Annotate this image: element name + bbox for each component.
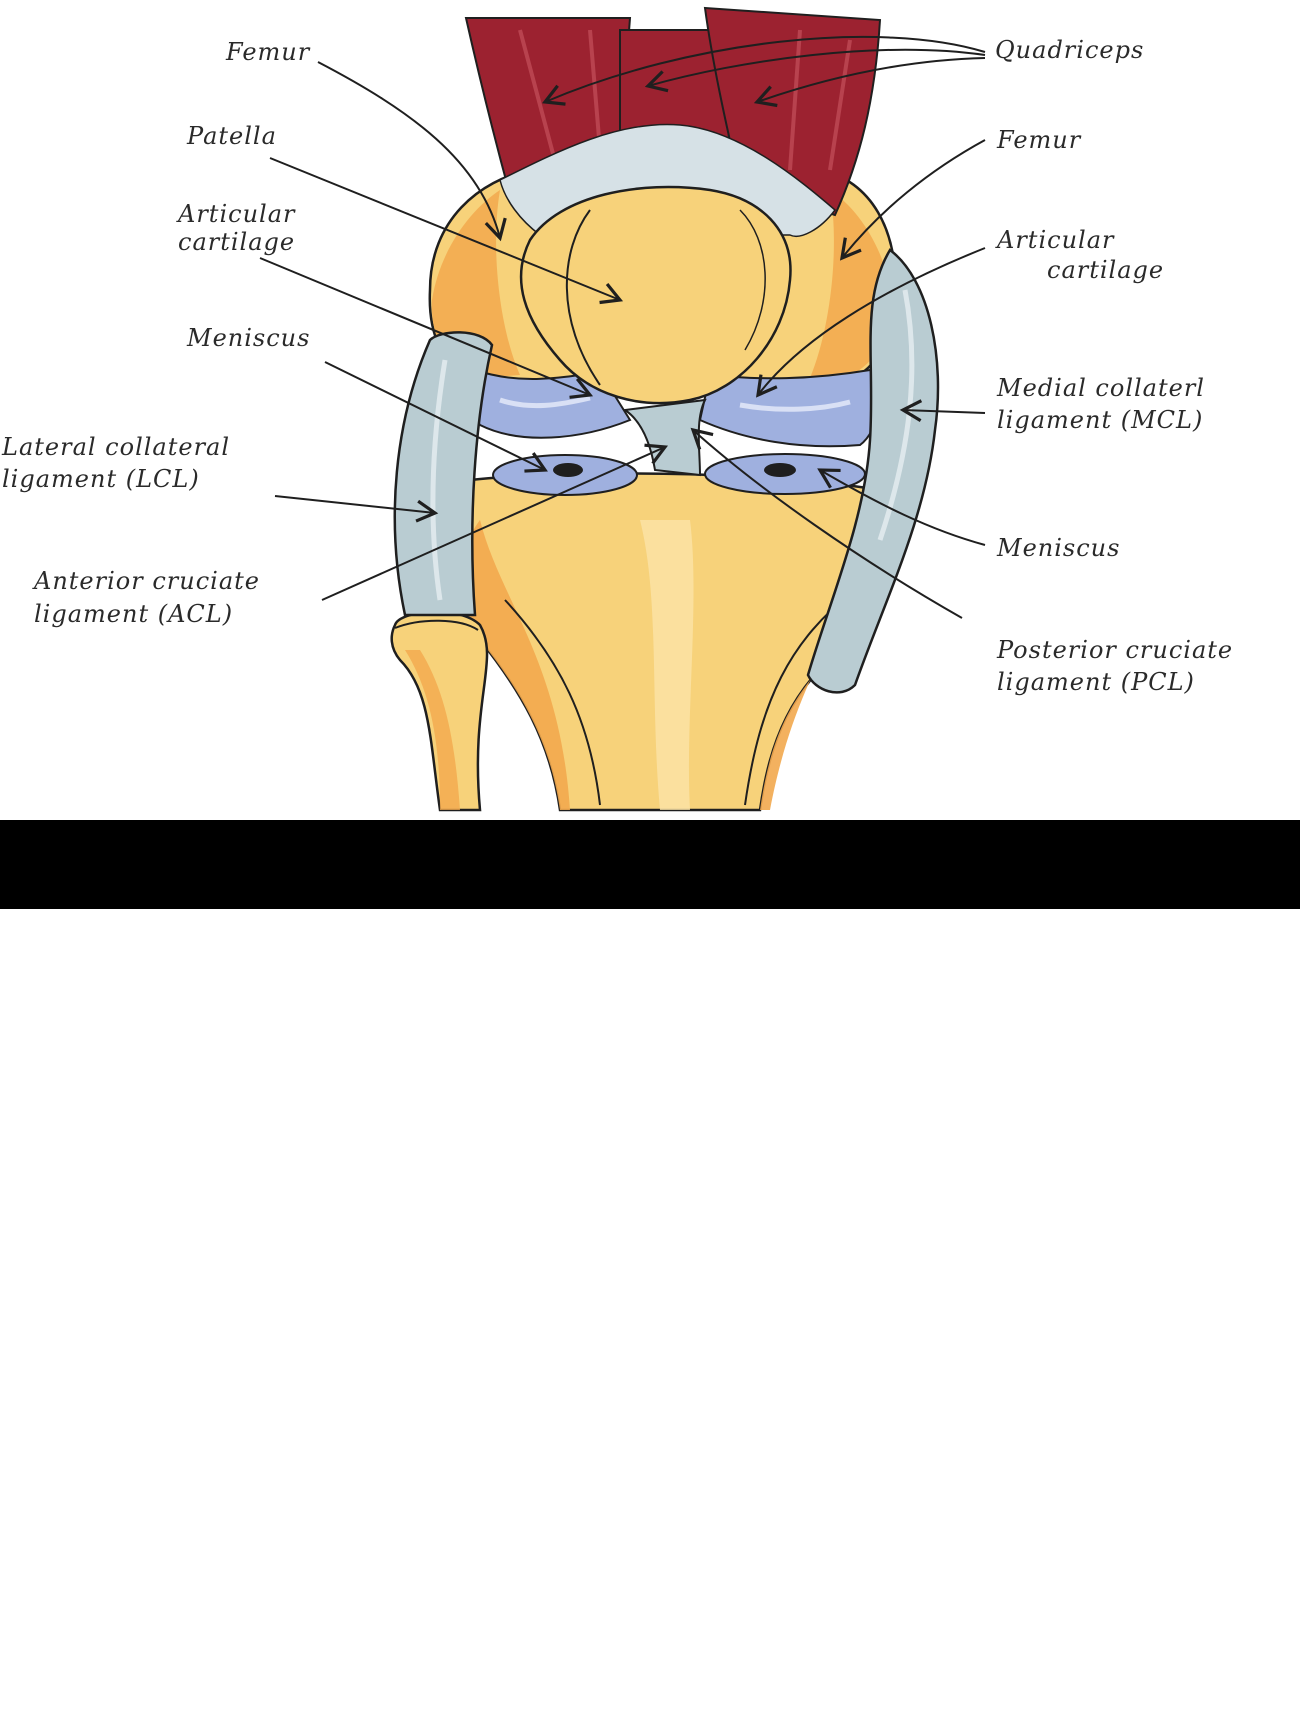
label-quadriceps: Quadriceps	[995, 36, 1145, 64]
label-femur-right: Femur	[997, 126, 1082, 154]
source-url: www.alamy.com	[1132, 1686, 1248, 1703]
lateral-collateral-ligament	[393, 331, 494, 617]
label-mcl-line1: Medial collaterl	[997, 374, 1205, 402]
label-articular-cartilage-right-line2: cartilage	[1047, 256, 1165, 284]
cruciate-ligaments	[622, 398, 707, 477]
label-meniscus-right: Meniscus	[997, 534, 1121, 562]
label-mcl-line2: ligament (MCL)	[997, 406, 1204, 434]
quadriceps-muscles	[464, 6, 882, 237]
brand-logo: alamy	[48, 1655, 180, 1708]
label-meniscus-left: Meniscus	[187, 324, 311, 352]
knee-anatomy-diagram: Femur Patella Articular cartilage Menisc…	[0, 0, 1300, 820]
label-articular-cartilage-left-line2: cartilage	[178, 228, 296, 256]
label-pcl-line1: Posterior cruciate	[997, 636, 1234, 664]
knee-illustration	[259, 6, 986, 812]
image-id: 2B86PTH	[1182, 1665, 1248, 1682]
label-articular-cartilage-left-line1: Articular	[178, 200, 296, 228]
fibula	[390, 610, 489, 812]
pointer-lines	[259, 35, 986, 619]
label-lcl-line1: Lateral collateral	[2, 433, 231, 461]
label-femur-left: Femur	[226, 38, 311, 66]
patella	[519, 185, 792, 405]
label-acl-line1: Anterior cruciate	[34, 567, 260, 595]
label-lcl-line2: ligament (LCL)	[2, 465, 200, 493]
label-pcl-line2: ligament (PCL)	[997, 668, 1195, 696]
tibia	[450, 472, 903, 812]
label-articular-cartilage-right-line1: Articular	[997, 226, 1115, 254]
label-patella: Patella	[187, 122, 277, 150]
watermark-footer: alamy 2B86PTH www.alamy.com	[0, 820, 1300, 1708]
label-acl-line2: ligament (ACL)	[34, 600, 234, 628]
